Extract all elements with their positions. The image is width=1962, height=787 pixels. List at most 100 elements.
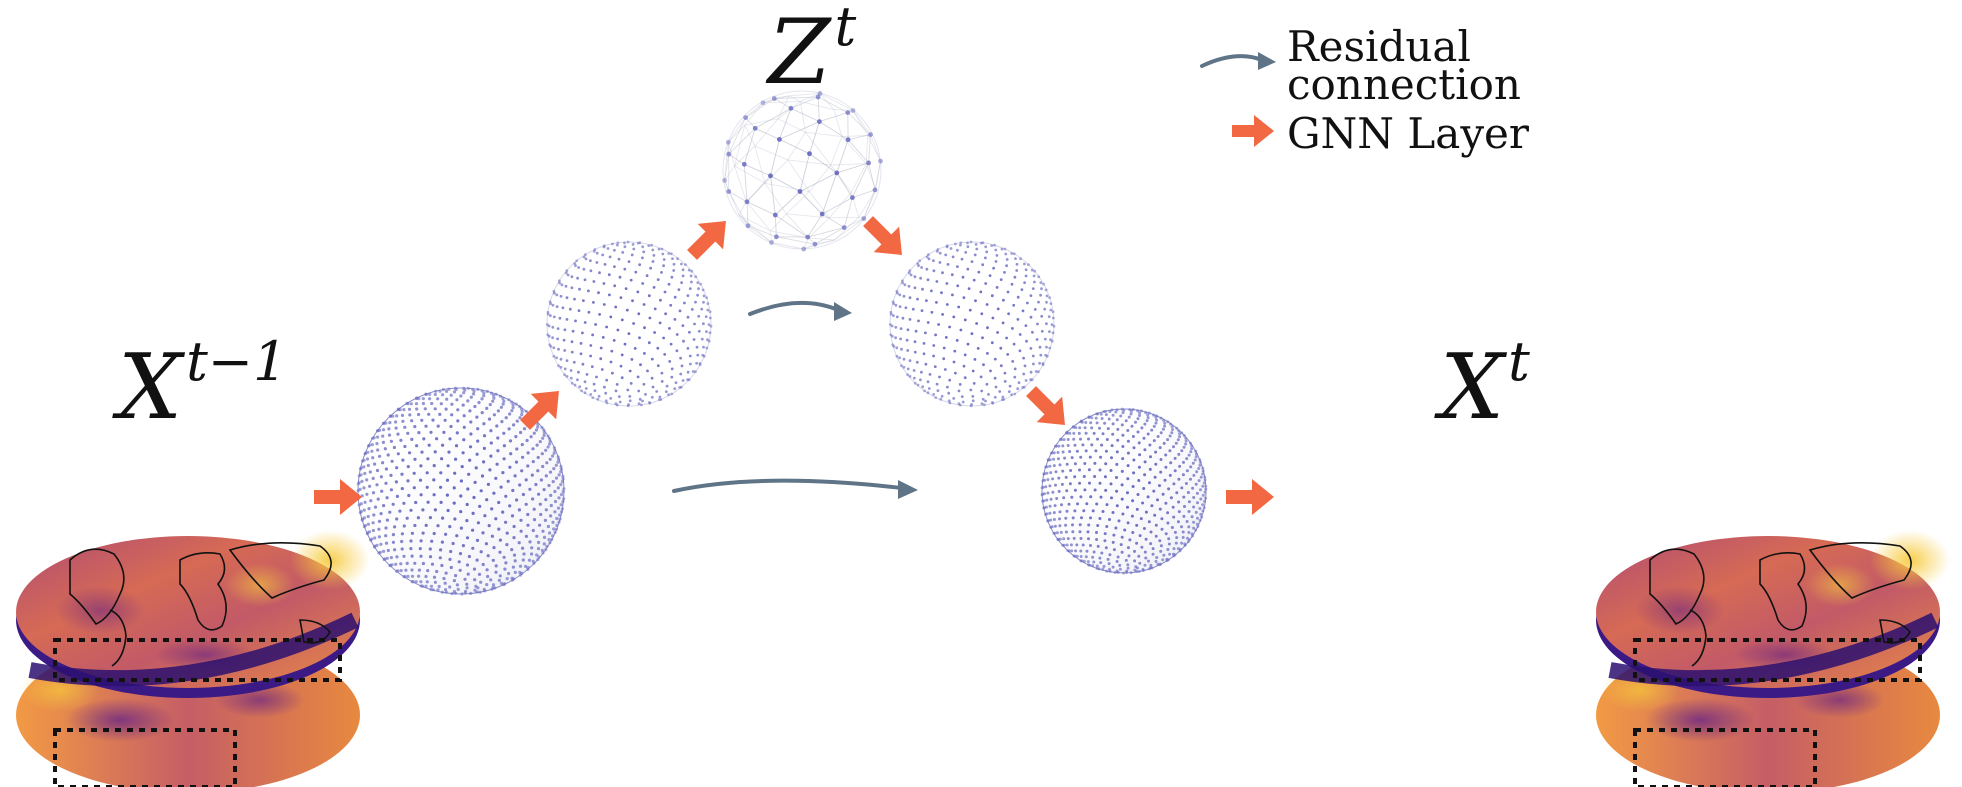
mesh-node xyxy=(548,541,552,545)
mesh-node xyxy=(381,421,385,425)
mesh-node xyxy=(439,402,443,406)
thick-arrow-icon xyxy=(314,479,362,515)
mesh-node xyxy=(658,395,662,399)
mesh-node xyxy=(1056,451,1060,454)
mesh-node xyxy=(1143,460,1147,464)
mesh-node xyxy=(1192,496,1196,499)
mesh-node xyxy=(1189,465,1193,469)
mesh-node xyxy=(1127,415,1131,419)
mesh-node xyxy=(540,452,544,456)
mesh-node xyxy=(449,565,453,570)
mesh-node xyxy=(400,539,404,544)
mesh-node xyxy=(980,312,984,316)
mesh-node xyxy=(687,268,691,272)
mesh-node xyxy=(462,386,466,390)
mesh-node xyxy=(432,478,436,482)
mesh-node xyxy=(655,390,659,393)
mesh-node xyxy=(973,358,977,361)
mesh-node xyxy=(408,413,412,417)
mesh-node xyxy=(1011,360,1015,363)
mesh-node xyxy=(996,331,999,334)
mesh-node xyxy=(1103,421,1107,425)
mesh-node xyxy=(510,578,515,582)
mesh-node xyxy=(912,376,916,380)
mesh-node xyxy=(434,389,438,393)
mesh-node xyxy=(461,451,465,455)
mesh-node xyxy=(1034,370,1038,373)
mesh-node xyxy=(745,223,751,229)
mesh-node xyxy=(1060,503,1063,507)
mesh-node xyxy=(389,473,393,477)
mesh-node xyxy=(704,315,708,318)
mesh-node xyxy=(407,493,411,498)
mesh-node xyxy=(1148,443,1152,447)
mesh-node xyxy=(1185,520,1189,523)
mesh-node xyxy=(388,414,392,418)
legend xyxy=(1200,52,1276,147)
mesh-node xyxy=(650,376,654,380)
mesh-node xyxy=(888,323,892,326)
mesh-node xyxy=(1159,431,1163,435)
mesh-node xyxy=(999,278,1003,281)
mesh-node xyxy=(582,299,585,302)
mesh-node xyxy=(445,397,449,401)
mesh-node xyxy=(377,519,382,524)
mesh-node xyxy=(538,440,542,444)
mesh-node xyxy=(1162,419,1166,422)
mesh-node xyxy=(1058,517,1061,521)
input-map-upper xyxy=(16,530,370,698)
mesh-node xyxy=(984,282,988,285)
mesh-edge xyxy=(852,110,869,136)
mesh-node xyxy=(926,380,930,384)
mesh-node xyxy=(989,369,992,373)
mesh-node xyxy=(427,443,431,447)
mesh-node xyxy=(971,399,975,403)
mesh-node xyxy=(956,284,960,288)
mesh-node xyxy=(452,501,456,505)
mesh-edge xyxy=(865,135,869,164)
mesh-node xyxy=(465,582,469,586)
mesh-node xyxy=(491,558,495,563)
mesh-node xyxy=(1196,525,1200,528)
mesh-node xyxy=(1154,534,1158,538)
mesh-node xyxy=(1068,431,1072,435)
mesh-edge xyxy=(774,214,777,237)
mesh-node xyxy=(1061,469,1065,473)
mesh-node xyxy=(519,518,523,522)
mesh-node xyxy=(1023,364,1027,368)
mesh-node xyxy=(356,489,360,493)
mesh-node xyxy=(381,434,385,438)
mesh-node xyxy=(436,524,440,528)
mesh-node xyxy=(492,396,496,400)
mesh-node xyxy=(1174,541,1178,545)
mesh-node xyxy=(518,483,522,487)
mesh-node xyxy=(1186,540,1190,544)
mesh-edge xyxy=(833,109,854,111)
mesh-node xyxy=(500,420,504,424)
mesh-edge xyxy=(744,102,764,126)
mesh-node xyxy=(1171,505,1175,509)
mesh-node xyxy=(1169,496,1173,500)
mesh-node xyxy=(376,497,380,501)
mesh-node xyxy=(480,389,484,393)
mesh-node xyxy=(413,425,417,429)
mesh-node xyxy=(593,389,597,392)
mesh-edge xyxy=(834,216,860,241)
mesh-node xyxy=(1095,564,1099,568)
mesh-node xyxy=(421,531,425,535)
mesh-node xyxy=(928,373,932,376)
mesh-node xyxy=(1203,478,1207,482)
mesh-node xyxy=(1145,419,1149,423)
output-state-stack xyxy=(1596,530,1950,787)
mesh-node xyxy=(1065,430,1069,434)
mesh-node xyxy=(1190,515,1194,519)
mesh-node xyxy=(385,518,389,522)
mesh-node xyxy=(489,578,493,582)
mesh-node xyxy=(524,478,528,482)
mesh-node xyxy=(545,323,549,326)
mesh-node xyxy=(1120,497,1124,501)
mesh-node xyxy=(919,378,922,382)
mesh-node xyxy=(936,248,940,251)
mesh-node xyxy=(1148,481,1151,485)
mesh-node xyxy=(1099,495,1103,499)
